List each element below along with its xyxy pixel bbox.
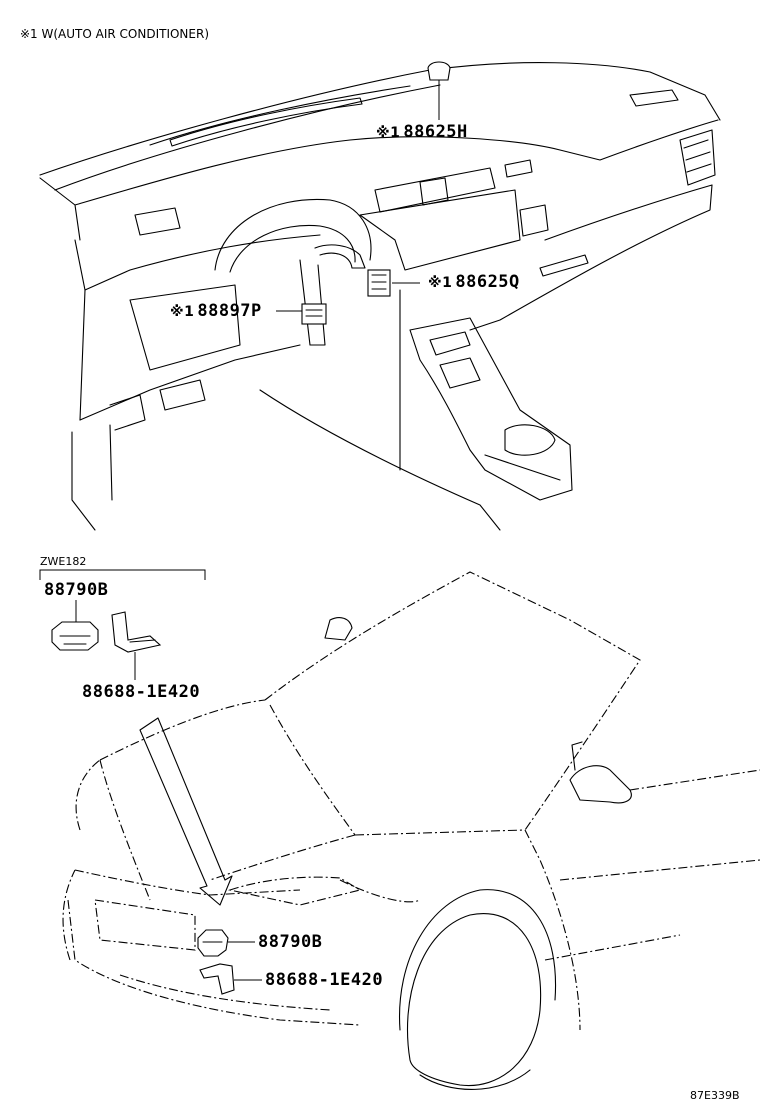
marker-symbol: ※1 xyxy=(428,275,453,291)
car-illustration xyxy=(62,571,760,1090)
header-note: ※1 W(AUTO AIR CONDITIONER) xyxy=(20,27,210,41)
marker-symbol: ※1 xyxy=(170,304,195,320)
part-number: 88625Q xyxy=(455,272,520,292)
zwe182-bracket xyxy=(39,569,206,680)
label-88790b-group: 88790B xyxy=(44,580,109,600)
label-88790b-car: 88790B xyxy=(258,932,323,952)
dashboard-illustration xyxy=(39,61,721,531)
label-88688-group: 88688-1E420 xyxy=(82,682,201,702)
part-number: 88625H xyxy=(403,122,468,142)
label-88688-car: 88688-1E420 xyxy=(265,970,384,990)
figure-id: 87E339B xyxy=(690,1089,740,1102)
part-number: 88897P xyxy=(197,301,262,321)
group-code: ZWE182 xyxy=(40,555,87,568)
marker-symbol: ※1 xyxy=(376,125,401,141)
